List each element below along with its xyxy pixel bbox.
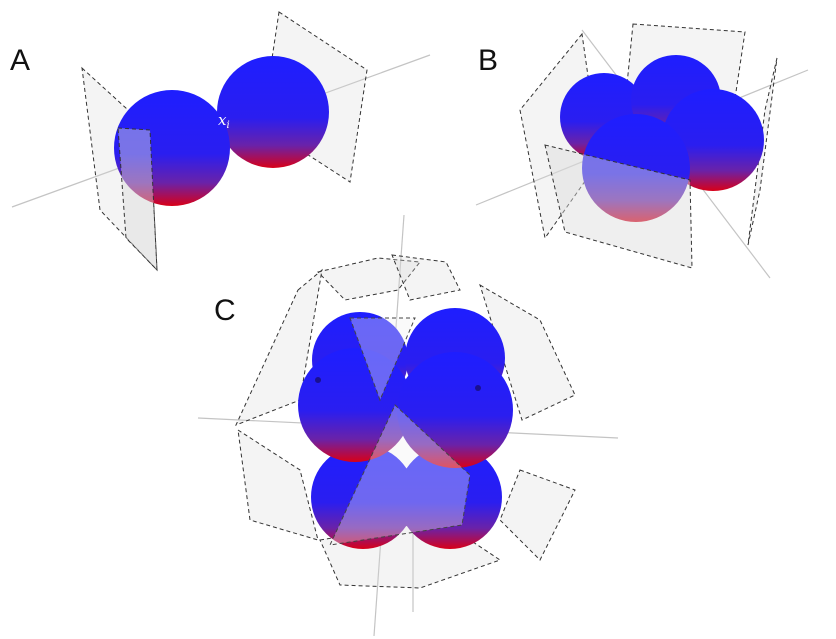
panel-c-lower-left-plane — [237, 428, 319, 541]
panel-a-left-plane-front — [117, 127, 158, 272]
panel-c: C — [197, 214, 619, 637]
panel-a-contact-point-subscript: i — [226, 120, 229, 131]
panel-b-label: B — [478, 44, 498, 77]
panel-c-label: C — [214, 294, 236, 327]
panel-a-label: A — [10, 44, 30, 77]
panel-c-sphere-front-right — [397, 352, 513, 468]
panel-b-bottom-plane — [544, 144, 693, 269]
panel-c-sphere-bottom-right — [398, 445, 502, 549]
panel-c-contact-dot-left — [315, 377, 321, 383]
panel-c-sphere-front-left — [298, 348, 412, 462]
panel-b: B — [475, 23, 809, 279]
panel-a-contact-point-label: xi — [218, 111, 230, 131]
panel-c-top-plane-2 — [391, 254, 461, 301]
panel-a-sphere-left — [114, 90, 230, 206]
panel-c-lower-wedge-plane — [329, 404, 471, 546]
panel-c-front-wedge-plane — [349, 317, 416, 402]
panel-c-contact-dot-right — [475, 385, 481, 391]
panel-a-sphere-right — [217, 56, 329, 168]
panel-c-lower-right-plane — [499, 469, 576, 561]
panel-c-sphere-bottom-left — [311, 445, 415, 549]
panel-a: xi A — [10, 11, 431, 272]
panel-c-top-plane-1 — [317, 257, 421, 301]
panel-a-contact-point-symbol: x — [218, 111, 227, 129]
panel-c-right-plane — [479, 283, 576, 421]
panel-b-sphere-front — [582, 114, 690, 222]
